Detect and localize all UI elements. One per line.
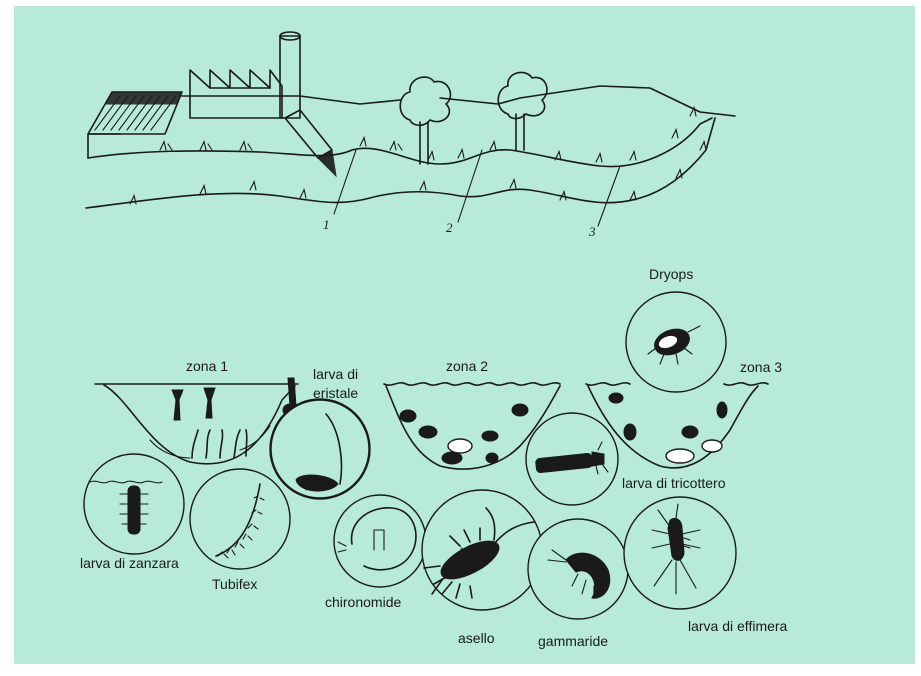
- zone-1-label: zona 1: [186, 358, 228, 374]
- mosquito-larva-circle: larva di zanzara: [80, 454, 184, 571]
- zone-1-cross-section: zona 1: [95, 358, 298, 464]
- chironomid-circle: chironomide: [325, 495, 426, 610]
- asellus-circle: asello: [422, 490, 542, 646]
- dryops-circle: Dryops: [626, 266, 726, 392]
- landscape-scene: 1 2 3: [86, 32, 735, 239]
- eristale-label-line-2: eristale: [313, 385, 358, 401]
- tubifex-circle: Tubifex: [190, 469, 290, 592]
- tubifex-label: Tubifex: [212, 576, 257, 592]
- tubifex-worms-icon: [192, 430, 247, 458]
- section-number-2: 2: [446, 220, 453, 235]
- discharge-pipe-icon: [285, 110, 336, 176]
- grass-tufts: [130, 107, 706, 204]
- section-markers: [334, 150, 620, 226]
- mayfly-larva-label: larva di effimera: [688, 618, 788, 634]
- zone-3-organisms-icon: [609, 393, 727, 463]
- caddisfly-larva-label: larva di tricottero: [622, 475, 726, 491]
- chironomid-label: chironomide: [325, 594, 401, 610]
- zone-2-label: zona 2: [446, 358, 488, 374]
- eristale-label-line-1: larva di: [313, 366, 358, 382]
- gammarid-label: gammaride: [538, 633, 608, 649]
- section-number-1: 1: [323, 217, 330, 232]
- mosquito-larva-label: larva di zanzara: [80, 555, 179, 571]
- factory-icon: [190, 32, 300, 118]
- mayfly-larva-circle: larva di effimera: [624, 497, 788, 634]
- dryops-label: Dryops: [649, 266, 693, 282]
- eristale-larva-circle: larva di eristale: [270, 366, 370, 499]
- gammarid-circle: gammaride: [528, 519, 628, 649]
- asellus-label: asello: [458, 630, 495, 646]
- tree-icon-2: [498, 72, 547, 150]
- zone-3-label: zona 3: [740, 359, 782, 375]
- field-icon: [88, 92, 182, 134]
- tree-icon-1: [400, 77, 450, 164]
- section-number-3: 3: [588, 224, 596, 239]
